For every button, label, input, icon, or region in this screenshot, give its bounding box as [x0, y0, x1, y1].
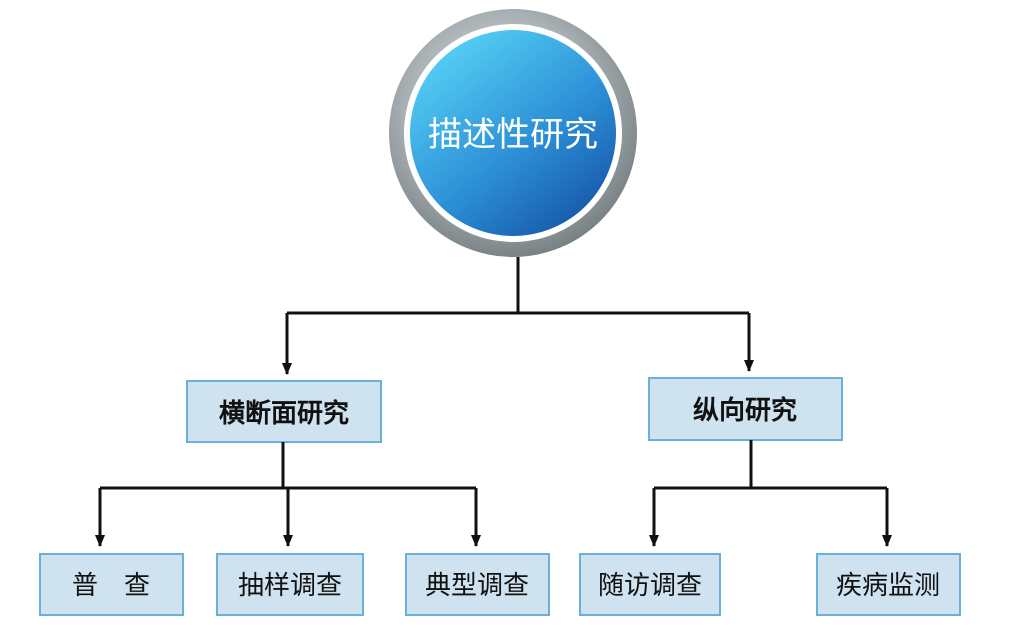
branch-box [648, 377, 843, 441]
branch-longitudinal: 纵向研究 [648, 377, 843, 441]
leaf-typical-survey: 典型调查 [405, 553, 550, 616]
leaf-disease-surveillance: 疾病监测 [816, 553, 961, 616]
longitudinal-connectors [649, 440, 892, 547]
leaf-label: 普 查 [72, 571, 150, 601]
root-core [410, 30, 616, 236]
leaf-label: 抽样调查 [238, 571, 342, 601]
leaf-label: 随访调查 [598, 571, 702, 601]
leaf-box [216, 553, 364, 616]
leaf-label: 疾病监测 [836, 571, 940, 601]
leaf-follow-up-survey: 随访调查 [579, 553, 721, 616]
leaf-sample-survey: 抽样调查 [216, 553, 364, 616]
branch-box [186, 380, 382, 443]
root-node: 描述性研究 [389, 9, 637, 257]
branch-label: 横断面研究 [219, 398, 349, 429]
root-label: 描述性研究 [428, 115, 598, 155]
leaf-box [816, 553, 961, 616]
branch-label: 纵向研究 [693, 395, 797, 426]
leaf-label: 典型调查 [425, 571, 529, 601]
leaf-box [405, 553, 550, 616]
cross-sectional-connectors [95, 442, 481, 547]
leaf-box [579, 553, 721, 616]
leaf-box [39, 553, 184, 616]
branch-cross-sectional: 横断面研究 [186, 380, 382, 443]
root-connectors [282, 257, 754, 375]
leaf-census: 普 查 [39, 553, 184, 616]
